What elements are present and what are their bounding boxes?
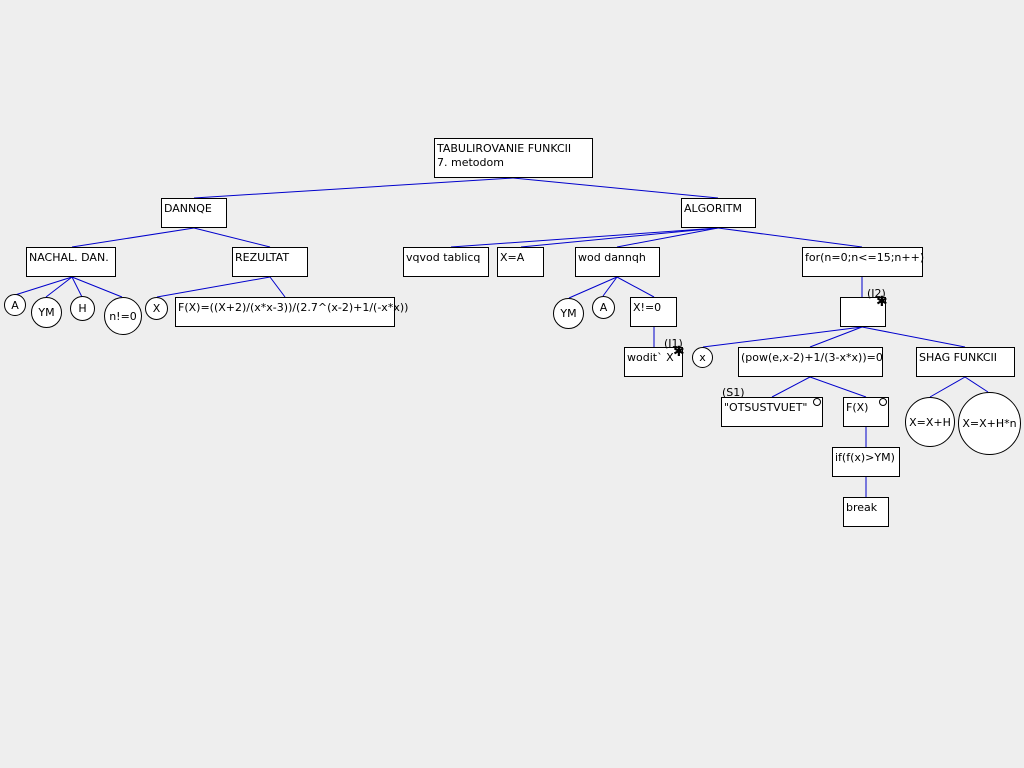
ring-icon — [813, 398, 821, 406]
node-shag-funkcii[interactable]: SHAG FUNKCII — [916, 347, 1015, 377]
circle-x-loop[interactable]: x — [692, 347, 713, 368]
edge — [616, 227, 719, 248]
tag-i1: (I1) — [664, 337, 683, 350]
circle-ym-input[interactable]: YM — [553, 298, 584, 329]
circle-a[interactable]: A — [4, 294, 26, 316]
circle-ym[interactable]: YM — [31, 297, 62, 328]
edge — [71, 276, 123, 298]
edge — [156, 276, 271, 298]
tag-s1: (S1) — [722, 386, 745, 399]
ring-icon — [879, 398, 887, 406]
edge — [193, 177, 514, 199]
node-formula[interactable]: F(X)=((X+2)/(x*x-3))/(2.7^(x-2)+1/(-x*x)… — [175, 297, 408, 327]
edge — [568, 276, 618, 299]
edge — [269, 276, 286, 298]
edge — [193, 227, 271, 248]
node-wodit-x[interactable]: wodit` X — [624, 347, 683, 377]
edge — [14, 276, 73, 296]
edge — [520, 227, 719, 248]
circle-h[interactable]: H — [70, 296, 95, 321]
edge — [964, 376, 989, 393]
edge — [861, 326, 966, 348]
edge — [616, 276, 655, 298]
edge — [809, 326, 863, 348]
edge — [602, 276, 618, 297]
edge — [717, 227, 863, 248]
edge — [512, 177, 719, 199]
edge — [809, 376, 867, 398]
node-if-break[interactable]: if(f(x)>YM) — [832, 447, 900, 477]
edge — [45, 276, 73, 298]
edge — [702, 326, 863, 348]
node-wod-dannqh[interactable]: wod dannqh — [575, 247, 660, 277]
edge — [71, 276, 83, 298]
node-condition[interactable]: (pow(e,x-2)+1/(3-x*x))=0 — [738, 347, 883, 377]
root-subtitle: 7. metodom — [437, 156, 504, 169]
node-nachal-dan[interactable]: NACHAL. DAN. — [26, 247, 116, 277]
node-otsustvuet[interactable]: "OTSUSTVUET" — [721, 397, 823, 427]
node-algoritm[interactable]: ALGORITM — [681, 198, 756, 228]
circle-x-plus-h[interactable]: X=X+H — [905, 397, 955, 447]
node-dannqe[interactable]: DANNQE — [161, 198, 227, 228]
root-title: TABULIROVANIE FUNKCII — [437, 142, 572, 155]
edge — [929, 376, 966, 398]
tag-i2: (I2) — [867, 287, 886, 300]
circle-x-result[interactable]: X — [145, 297, 168, 320]
node-for-loop[interactable]: for(n=0;n<=15;n++) — [802, 247, 924, 277]
node-loop-body[interactable] — [840, 297, 886, 327]
star-icon: ✱ — [876, 294, 888, 310]
edge — [71, 227, 195, 248]
circle-x-plus-hn[interactable]: X=X+H*n — [958, 392, 1021, 455]
node-x-eq-a[interactable]: X=A — [497, 247, 544, 277]
node-rezultat[interactable]: REZULTAT — [232, 247, 308, 277]
circle-a-input[interactable]: A — [592, 296, 615, 319]
node-x-neq-0[interactable]: X!=0 — [630, 297, 677, 327]
node-vqvod-tablicq[interactable]: vqvod tablicq — [403, 247, 489, 277]
node-break[interactable]: break — [843, 497, 889, 527]
edge — [771, 376, 811, 398]
root-node[interactable]: TABULIROVANIE FUNKCII 7. metodom — [434, 138, 593, 178]
edge — [450, 227, 719, 248]
circle-n-neq-0[interactable]: n!=0 — [104, 297, 142, 335]
star-icon: ✱ — [673, 344, 685, 360]
